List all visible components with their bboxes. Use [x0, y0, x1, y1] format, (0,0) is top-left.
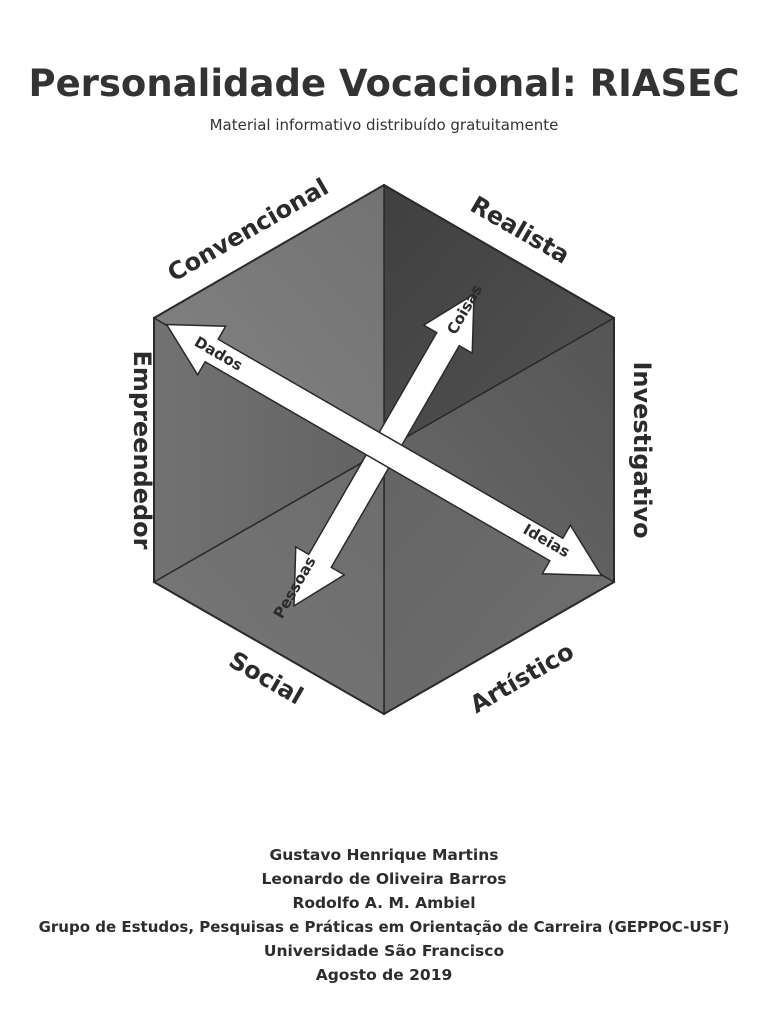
type-label-investigativo: Investigativo [628, 361, 656, 538]
credits-block: Gustavo Henrique Martins Leonardo de Oli… [0, 843, 768, 987]
page-subtitle: Material informativo distribuído gratuit… [209, 116, 559, 134]
author-name: Leonardo de Oliveira Barros [261, 870, 507, 888]
author-name: Rodolfo A. M. Ambiel [292, 894, 476, 912]
hexagon-outline [153, 183, 615, 716]
arrow-dados-ideias [165, 323, 603, 577]
type-label-empreendedor: Empreendedor [128, 350, 156, 549]
page-title: Personalidade Vocacional: RIASEC [28, 62, 740, 105]
research-group: Grupo de Estudos, Pesquisas e Práticas e… [38, 918, 730, 936]
author-name: Gustavo Henrique Martins [269, 846, 499, 864]
university-name: Universidade São Francisco [263, 942, 505, 960]
publication-date: Agosto de 2019 [315, 966, 453, 984]
